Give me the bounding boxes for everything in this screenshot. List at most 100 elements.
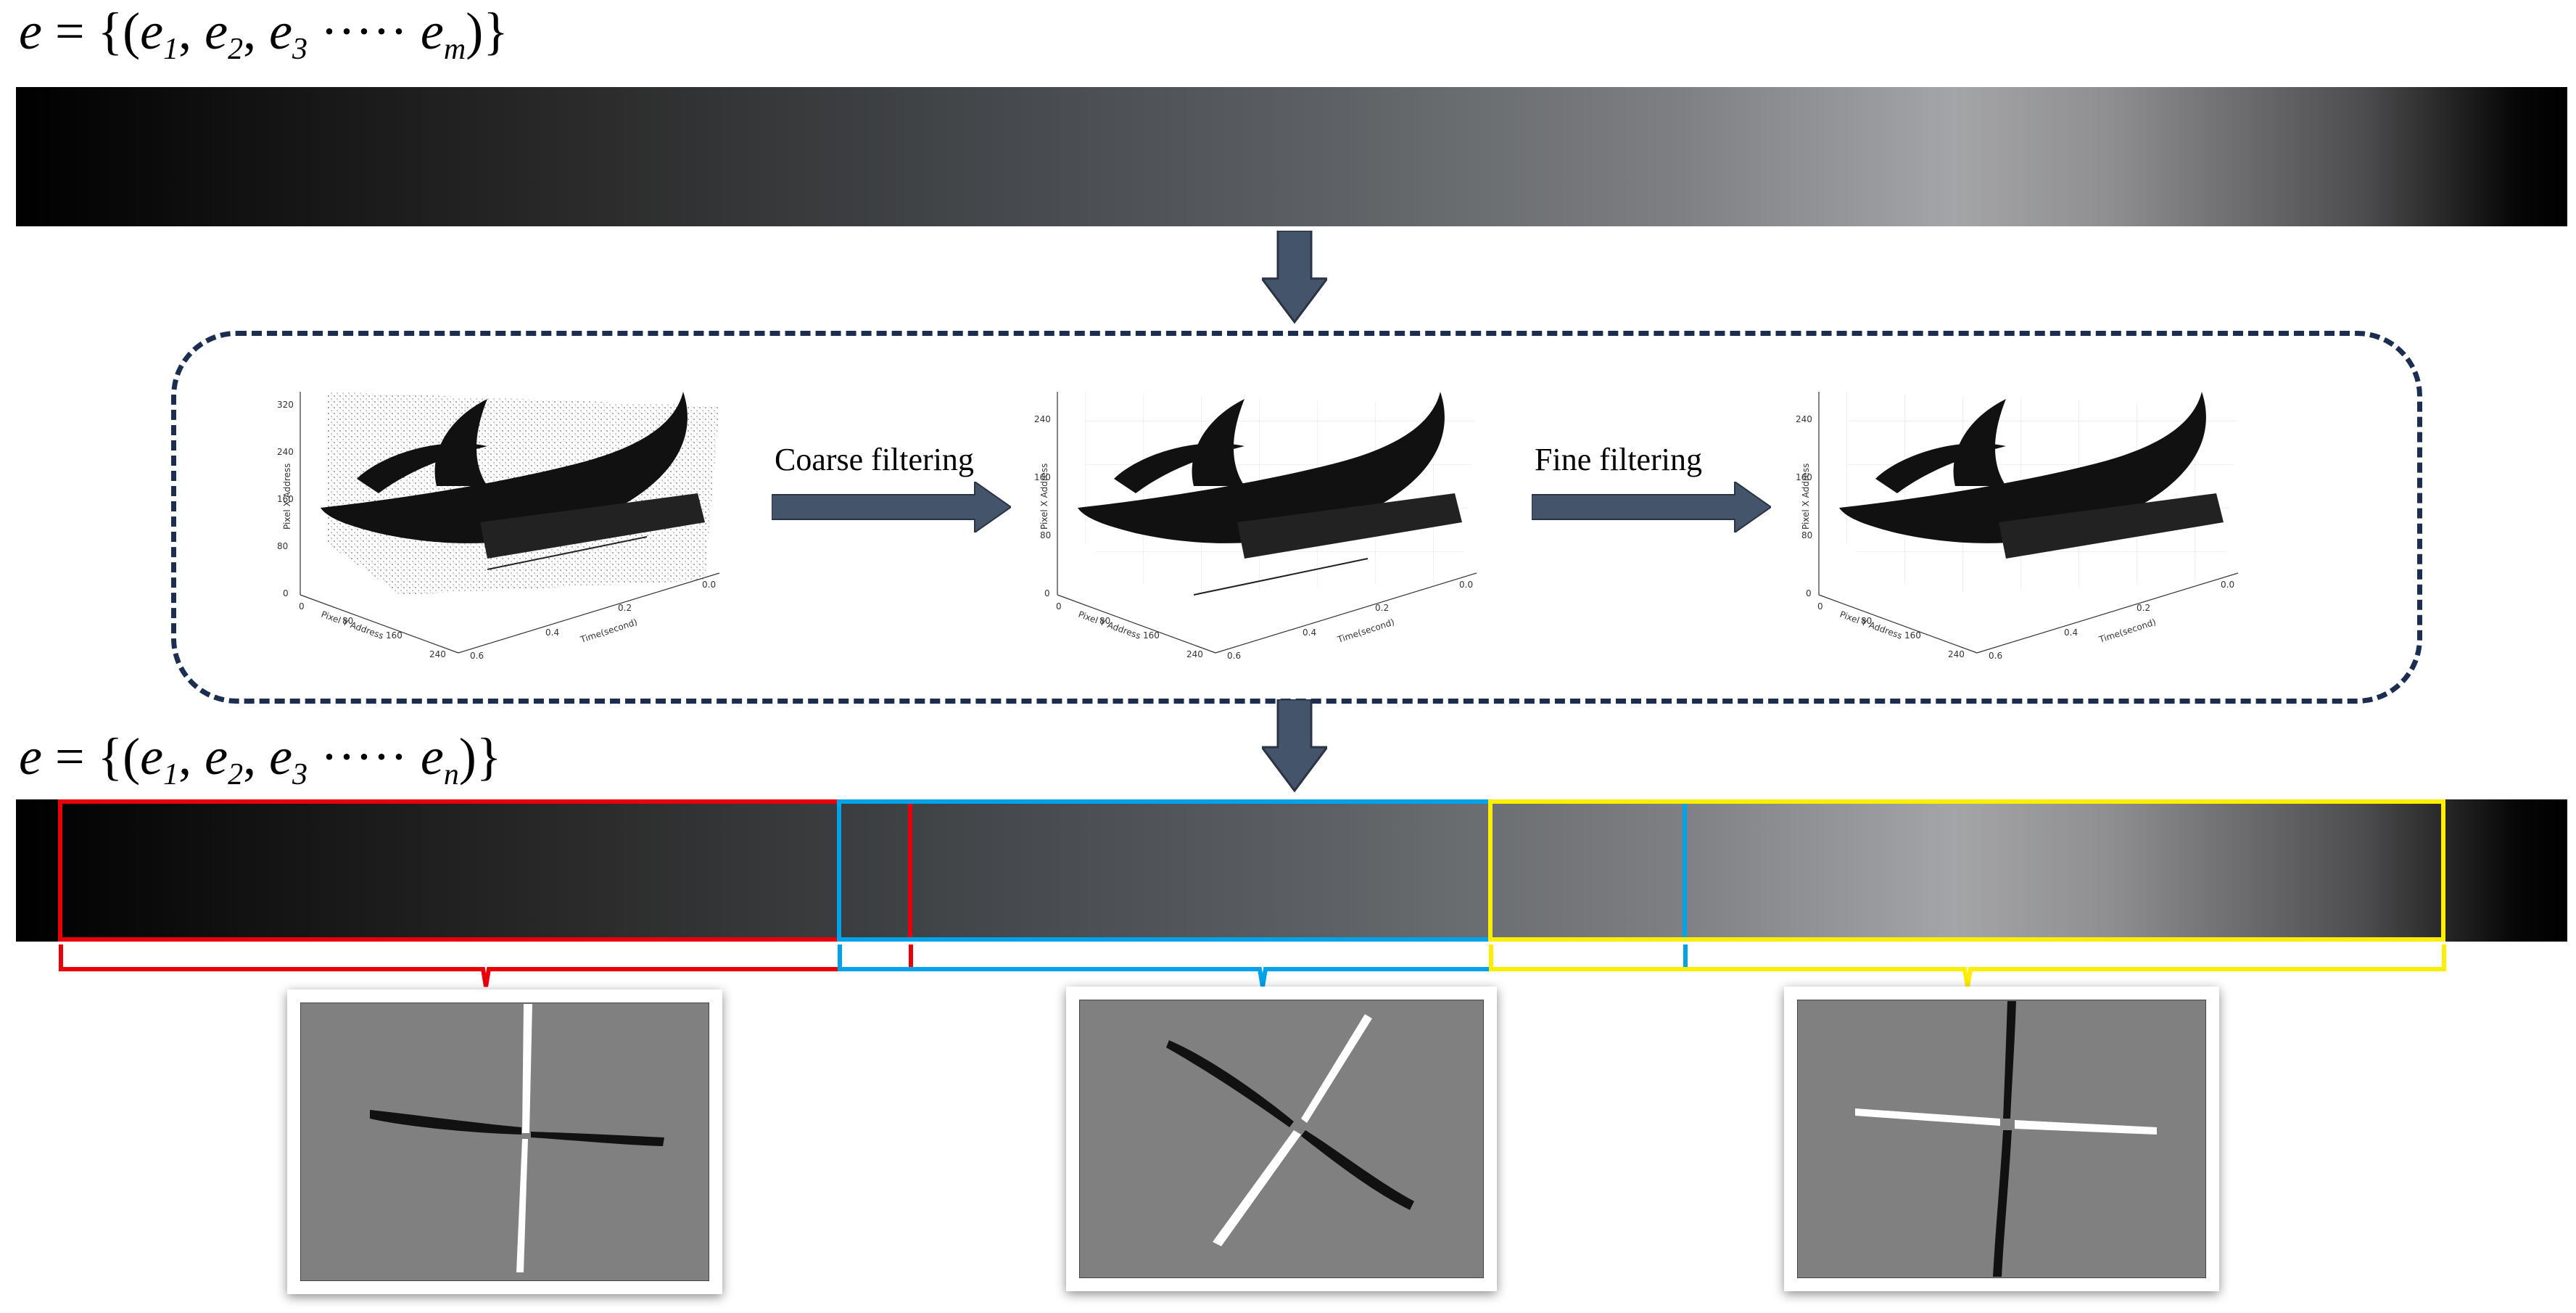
y-ticks: 0 80 160 240: [299, 601, 446, 659]
blade-black: [370, 1110, 521, 1135]
blade-white: [2015, 1120, 2157, 1135]
formula-subscript: 3: [292, 33, 308, 66]
formula-subscript: 1: [163, 33, 179, 66]
event-streak: [1193, 558, 1368, 596]
tick-label: 240: [277, 447, 294, 457]
x-ticks: 0.6 0.4 0.2 0.0: [1227, 580, 1473, 661]
tick-label: 0.0: [702, 580, 716, 590]
raw-events-3d-plot: 320 240 160 80 0 0 80 160 240 0.6 0.4 0.…: [277, 392, 720, 661]
tick-label: 0: [1817, 601, 1823, 612]
event-stream-bar-raw: [16, 87, 2567, 226]
event-frame-image: [1797, 1000, 2206, 1278]
formula-term: e: [269, 728, 293, 786]
formula-subscript: m: [443, 33, 466, 66]
formula-open-bracket: {(: [97, 2, 141, 60]
brace-red: [59, 944, 913, 987]
tick-label: 320: [277, 400, 294, 410]
window-red: [58, 799, 912, 942]
tick-label: 0: [1044, 588, 1050, 598]
z-ticks: 240 160 80 0: [1034, 414, 1051, 598]
tick-label: 80: [342, 616, 353, 626]
tick-label: 0.4: [1303, 627, 1316, 638]
tick-label: 240: [1034, 414, 1051, 424]
formula-term: e: [140, 2, 164, 60]
x-axis-label: Time(second): [1336, 617, 1396, 645]
tick-label: 80: [277, 541, 288, 551]
blade-white: [522, 1004, 532, 1133]
formula-dots: ·····: [321, 2, 408, 60]
formula-term: e: [205, 2, 228, 60]
blade-shape: [1839, 392, 2224, 559]
window-yellow: [1488, 799, 2445, 942]
tick-label: 0.2: [2137, 603, 2150, 613]
formula-term: e: [205, 728, 228, 786]
formula-top: e = {(e1, e2, e3 ····· em)}: [19, 2, 508, 66]
tick-label: 0.2: [618, 603, 632, 613]
blade-white: [1855, 1108, 2000, 1126]
formula-equals: =: [54, 728, 85, 786]
right-arrow-icon: [772, 482, 1011, 532]
tick-label: 80: [1099, 616, 1110, 626]
tick-label: 240: [1948, 649, 1965, 659]
formula-bottom: e = {(e1, e2, e3 ····· en)}: [19, 728, 502, 791]
event-streak: [487, 536, 648, 570]
tick-label: 80: [1040, 530, 1051, 540]
tick-label: 0.2: [1375, 603, 1389, 613]
tick-label: 0.4: [2064, 627, 2078, 638]
z-axis-label: Pixel X Address: [1039, 464, 1049, 530]
formula-term: e: [420, 2, 444, 60]
formula-dots: ·····: [321, 728, 408, 786]
blade-white: [516, 1139, 528, 1272]
axes: [1057, 392, 1477, 654]
x-axis-label: Time(second): [2097, 617, 2158, 645]
blade-shape: [321, 392, 705, 559]
formula-subscript: 2: [228, 758, 244, 791]
event-frame-thumbnail-2: [1066, 987, 1497, 1291]
down-arrow-icon: [1262, 699, 1327, 793]
formula-close-bracket: )}: [458, 728, 502, 786]
z-axis-label: Pixel X Address: [282, 464, 292, 530]
tick-label: 0: [299, 601, 305, 612]
axes: [1818, 392, 2239, 654]
blade-black: [2003, 1001, 2016, 1119]
tick-label: 0.4: [545, 627, 559, 638]
tick-label: 80: [1861, 616, 1872, 626]
formula-term: e: [420, 728, 444, 786]
event-frame-thumbnail-3: [1784, 987, 2219, 1291]
window-blue: [837, 799, 1687, 942]
z-ticks: 240 160 80 0: [1796, 414, 1812, 598]
blade-black: [531, 1132, 664, 1146]
tick-label: 160: [1904, 630, 1921, 641]
blade-black: [1166, 1040, 1294, 1127]
tick-label: 0: [1806, 588, 1812, 598]
x-ticks: 0.6 0.4 0.2 0.0: [1989, 580, 2234, 661]
x-ticks: 0.6 0.4 0.2 0.0: [470, 580, 716, 661]
formula-subscript: 3: [292, 758, 308, 791]
formula-term: e: [140, 728, 164, 786]
tick-label: 160: [277, 494, 294, 504]
y-ticks: 0 80 160 240: [1056, 601, 1203, 659]
tick-label: 0.6: [1227, 651, 1241, 661]
coarse-filtered-3d-plot: 240 160 80 0 0 80 160 240 0.6 0.4 0.2 0.…: [1034, 392, 1477, 661]
formula-open-bracket: {(: [97, 728, 141, 786]
formula-lhs: e: [19, 2, 42, 60]
tick-label: 160: [386, 630, 402, 641]
fine-filtering-label: Fine filtering: [1535, 442, 1702, 477]
blade-shape: [1078, 392, 1462, 559]
blade-white: [1213, 1130, 1301, 1246]
event-stream-bar-filtered: [16, 799, 2567, 942]
down-arrow-icon: [1262, 231, 1327, 324]
event-frame-image: [1079, 1000, 1484, 1278]
right-arrow-icon: [1532, 482, 1771, 532]
formula-lhs: e: [19, 728, 42, 786]
formula-term: e: [269, 2, 293, 60]
x-axis-label: Time(second): [579, 617, 639, 645]
tick-label: 240: [429, 649, 446, 659]
formula-equals: =: [54, 2, 85, 60]
y-ticks: 0 80 160 240: [1817, 601, 1965, 659]
tick-label: 160: [1143, 630, 1160, 641]
tick-label: 0.6: [1989, 651, 2002, 661]
formula-close-bracket: )}: [466, 2, 508, 60]
tick-label: 0.0: [1459, 580, 1473, 590]
coarse-filtering-label: Coarse filtering: [775, 442, 974, 477]
